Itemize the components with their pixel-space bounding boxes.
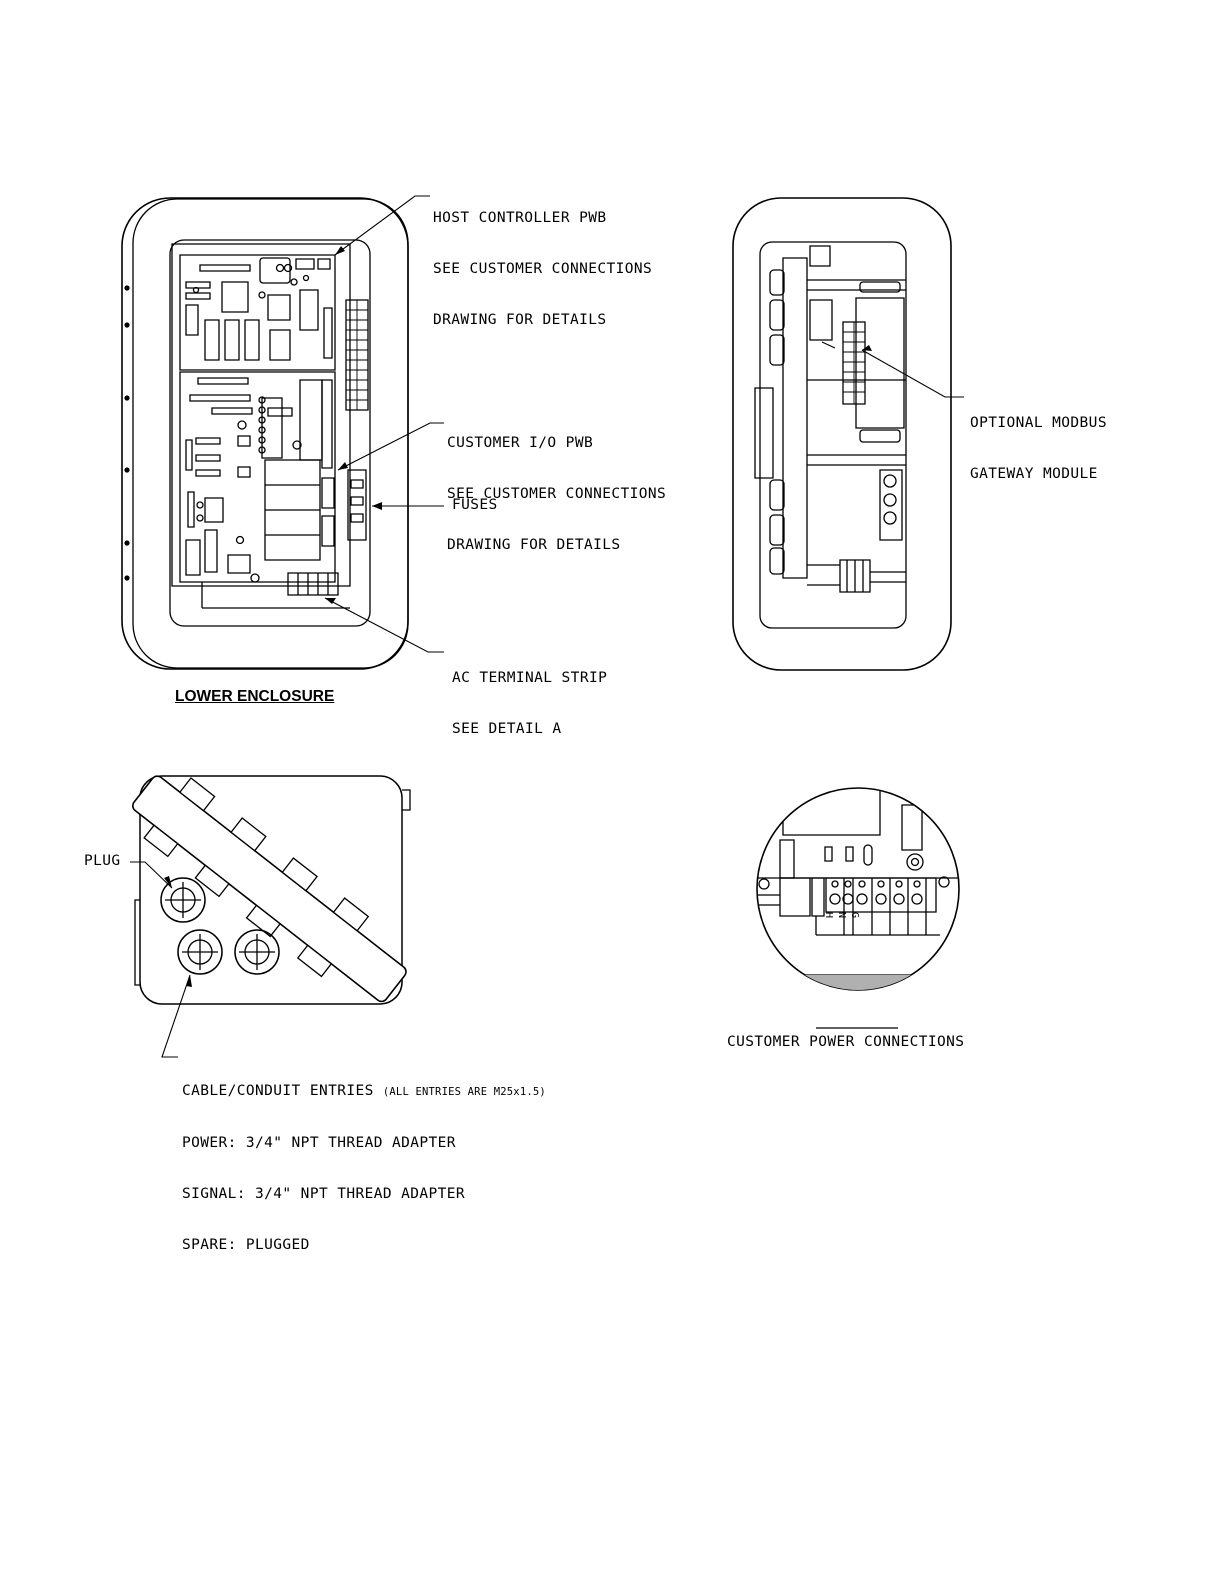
power-entry [178, 930, 222, 974]
leader-lines-lower [325, 196, 444, 652]
host-controller-line-3: DRAWING FOR DETAILS [433, 312, 607, 328]
signal-entry-line: SIGNAL: 3/4" NPT THREAD ADAPTER [182, 1186, 466, 1202]
cable-entries-heading: CABLE/CONDUIT ENTRIES (ALL ENTRIES ARE M… [182, 1083, 546, 1101]
terminal-mark-n: N [836, 912, 847, 918]
power-entry-line: POWER: 3/4" NPT THREAD ADAPTER [182, 1135, 456, 1151]
spare-entry-line: SPARE: PLUGGED [182, 1237, 310, 1253]
leader-lines-bottom [130, 862, 190, 1057]
ac-terminal-line-2: SEE DETAIL A [452, 721, 562, 737]
leader-modbus [862, 350, 964, 397]
enclosure-side-view [733, 198, 951, 670]
customer-power-label: CUSTOMER POWER CONNECTIONS [727, 1034, 965, 1050]
lower-enclosure-title: LOWER ENCLOSURE [175, 688, 335, 705]
plug-entry [161, 878, 205, 922]
modbus-label: OPTIONAL MODBUS GATEWAY MODULE [970, 381, 1107, 500]
modbus-line-2: GATEWAY MODULE [970, 466, 1098, 482]
enclosure-bottom-view [121, 760, 420, 1017]
terminal-mark-g: G [849, 912, 860, 918]
cable-entries-label: CABLE/CONDUIT ENTRIES (ALL ENTRIES ARE M… [182, 1049, 546, 1271]
modbus-line-1: OPTIONAL MODBUS [970, 415, 1107, 431]
customer-io-line-2: SEE CUSTOMER CONNECTIONS [447, 486, 667, 502]
customer-io-line-1: CUSTOMER I/O PWB [447, 435, 594, 451]
host-controller-line-2: SEE CUSTOMER CONNECTIONS [433, 261, 653, 277]
customer-io-label: CUSTOMER I/O PWB SEE CUSTOMER CONNECTION… [447, 401, 666, 571]
cable-entries-text: CABLE/CONDUIT ENTRIES [182, 1083, 374, 1099]
ac-terminal-label: AC TERMINAL STRIP SEE DETAIL A [452, 636, 607, 755]
customer-io-line-3: DRAWING FOR DETAILS [447, 537, 621, 553]
ac-terminal-line-1: AC TERMINAL STRIP [452, 670, 608, 686]
cable-entries-note: (ALL ENTRIES ARE M25x1.5) [382, 1086, 546, 1098]
fuses-label: FUSES [452, 497, 498, 513]
signal-entry [235, 930, 279, 974]
detail-a-circle: H N G [755, 788, 960, 995]
plug-label: PLUG [84, 853, 121, 869]
terminal-mark-h: H [823, 912, 834, 918]
host-controller-label: HOST CONTROLLER PWB SEE CUSTOMER CONNECT… [433, 176, 652, 346]
host-controller-line-1: HOST CONTROLLER PWB [433, 210, 607, 226]
lower-enclosure-front-view [122, 198, 408, 669]
